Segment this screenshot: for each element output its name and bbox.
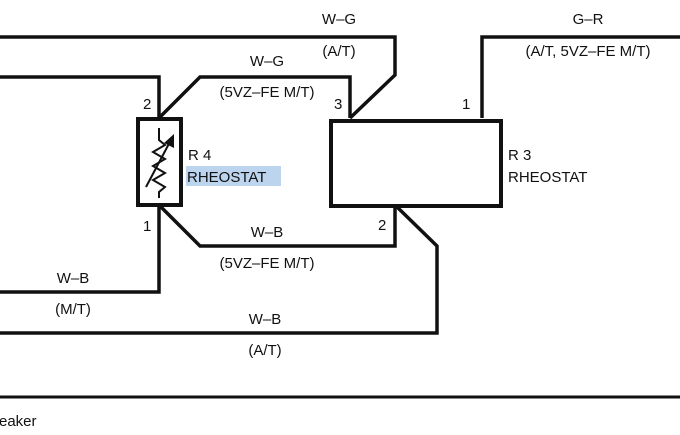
r4-name-highlight [186, 166, 281, 186]
wire-wb-mt-color: W–B [57, 270, 90, 287]
wire-left-to-r4 [0, 75, 161, 118]
wire-wg-5vz [157, 75, 352, 120]
wire-gr-note: (A/T, 5VZ–FE M/T) [525, 43, 650, 60]
wire-wb-5vz [157, 203, 397, 248]
wire-wg-5vz-note: (5VZ–FE M/T) [219, 84, 314, 101]
r4-name: RHEOSTAT [187, 169, 266, 186]
r3-rheostat-box [329, 119, 503, 208]
r4-wiper-arrow [145, 137, 173, 188]
wire-wg-at-note: (A/T) [322, 43, 355, 60]
wire-wg-at [0, 35, 397, 120]
r4-resistor-zigzag [151, 128, 167, 198]
wire-gr [480, 35, 680, 118]
wire-wb-5vz-color: W–B [251, 224, 284, 241]
wire-gr-color: G–R [573, 11, 604, 28]
r4-pin-1: 1 [143, 218, 151, 235]
r3-pin-2: 2 [378, 217, 386, 234]
r4-arrowhead-icon [164, 134, 174, 148]
wire-wg-at-color: W–G [322, 11, 356, 28]
r4-pin-2: 2 [143, 96, 151, 113]
wire-wg-5vz-color: W–G [250, 53, 284, 70]
footer-text: eaker [0, 413, 37, 430]
wire-wb-at-color: W–B [249, 311, 282, 328]
r4-label: R 4 [188, 147, 211, 164]
wire-wb-5vz-note: (5VZ–FE M/T) [219, 255, 314, 272]
wire-wb-mt [0, 205, 161, 294]
r3-label: R 3 [508, 147, 531, 164]
wire-wb-at [0, 203, 439, 335]
r3-pin-1: 1 [462, 96, 470, 113]
wire-wb-at-note: (A/T) [248, 342, 281, 359]
r3-name: RHEOSTAT [508, 169, 587, 186]
r3-pin-3: 3 [334, 96, 342, 113]
wire-wb-mt-note: (M/T) [55, 301, 91, 318]
